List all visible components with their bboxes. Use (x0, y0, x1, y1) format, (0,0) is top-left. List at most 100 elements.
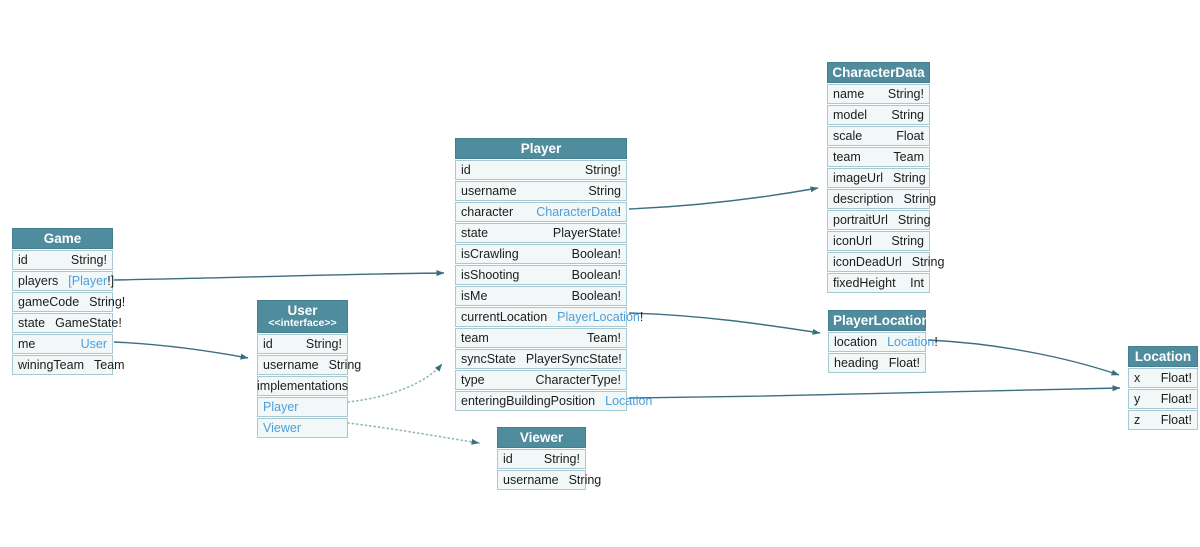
field-name: enteringBuildingPosition (461, 394, 596, 408)
type-text: Float! (1160, 413, 1192, 427)
type-link: CharacterData (536, 205, 618, 219)
table-title: Location (1134, 349, 1192, 364)
type-text: String (568, 473, 602, 487)
table-header-playerlocation[interactable]: PlayerLocation (828, 310, 930, 331)
field-name: id (263, 337, 273, 351)
field-name: username (461, 184, 517, 198)
field-name: players (18, 274, 59, 288)
field-type: User (81, 337, 107, 351)
field-type: String (903, 192, 936, 206)
type-text: String (328, 358, 362, 372)
table-title: User (287, 303, 318, 318)
table-subtitle: <<interface>> (268, 317, 337, 329)
field-name: state (461, 226, 489, 240)
field-row-implementations[interactable]: implementations (257, 376, 348, 396)
field-type: String! (544, 452, 580, 466)
type-link: User (80, 337, 107, 351)
type-text: Team (893, 150, 924, 164)
edge-game-me-to-user (113, 341, 249, 360)
edge-user-player-implementation (347, 363, 443, 403)
field-type: String! (888, 87, 924, 101)
field-name-link: Player (263, 400, 299, 414)
field-type: PlayerSyncState! (526, 352, 622, 366)
field-type: PlayerState! (553, 226, 621, 240)
field-type: String! (306, 337, 342, 351)
field-type: String! (71, 253, 107, 267)
type-text: String! (543, 452, 580, 466)
field-type: String (891, 234, 924, 248)
type-link: [Player (68, 274, 108, 288)
field-type: String (569, 473, 602, 487)
field-type: Float! (1161, 392, 1192, 406)
field-row-players[interactable]: players [Player!] (12, 271, 115, 291)
table-header-location[interactable]: Location (1128, 346, 1198, 367)
field-name: me (18, 337, 36, 351)
edge-user-viewer-implementation (347, 422, 480, 445)
field-name: currentLocation (461, 310, 548, 324)
field-row-username[interactable]: username String (257, 355, 361, 375)
field-name: fixedHeight (833, 276, 896, 290)
table-header-characterdata[interactable]: CharacterData (827, 62, 930, 83)
field-type: CharacterData! (536, 205, 621, 219)
table-header-viewer[interactable]: Viewer (497, 427, 586, 448)
field-type: Float! (889, 356, 920, 370)
type-text: Team (94, 358, 125, 372)
field-row-viewer[interactable]: Viewer (257, 418, 348, 438)
field-row-player[interactable]: Player (257, 397, 348, 417)
field-row-state[interactable]: state PlayerState! (455, 223, 627, 243)
field-name: isCrawling (461, 247, 519, 261)
field-row-me[interactable]: me User (12, 334, 113, 354)
type-text: Float (896, 129, 924, 143)
field-type: CharacterType! (536, 373, 621, 387)
type-text: String! (89, 295, 126, 309)
type-text: ! (934, 335, 938, 349)
type-text: !] (107, 274, 115, 288)
field-row-id[interactable]: id String! (257, 334, 348, 354)
table-header-user[interactable]: User <<interface>> (257, 300, 348, 333)
type-table-user: User <<interface>> id String! username Stri… (257, 300, 361, 438)
table-header-player[interactable]: Player (455, 138, 627, 159)
type-link: PlayerLocation (557, 310, 640, 324)
field-name: username (263, 358, 319, 372)
field-name: state (18, 316, 46, 330)
table-title: PlayerLocation (833, 313, 930, 328)
table-header-game[interactable]: Game (12, 228, 113, 249)
field-name: portraitUrl (833, 213, 888, 227)
